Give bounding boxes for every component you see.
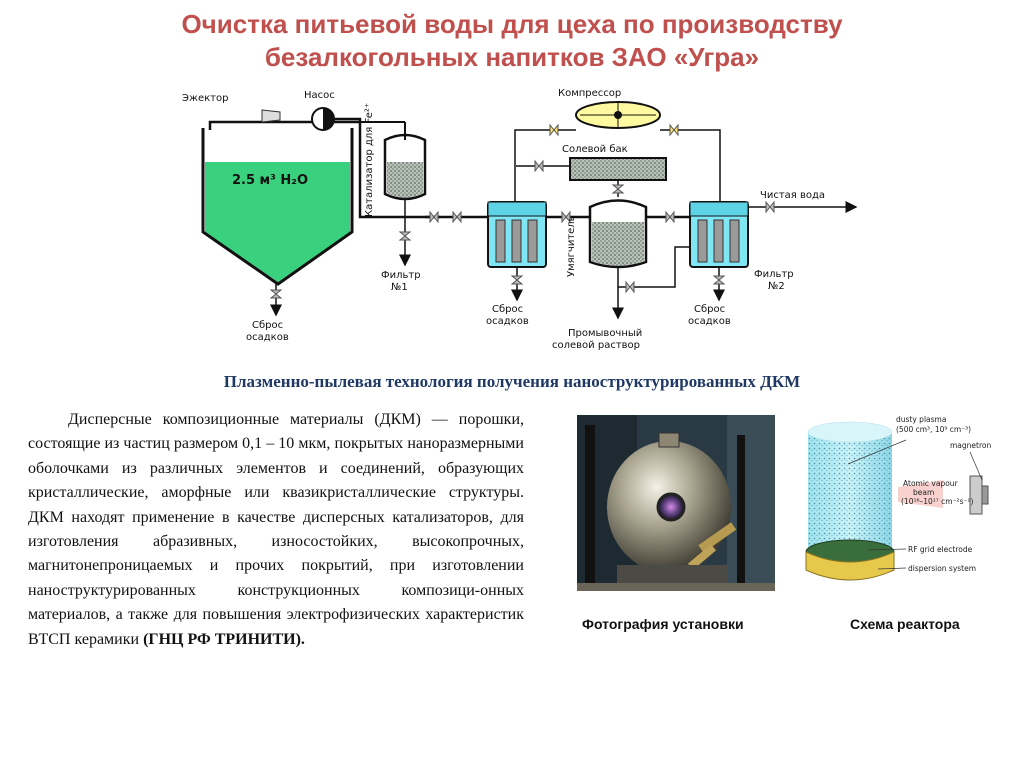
softener-label: Умягчитель: [566, 215, 577, 277]
salt-tank-label: Солевой бак: [562, 144, 628, 155]
reactor-grid-label: RF grid electrode: [908, 545, 973, 554]
reactor-beam-label-3: (10¹⁶–10¹⁷ cm⁻²s⁻¹): [901, 497, 973, 506]
catalyst-label: Катализатор для Fe²⁺: [364, 103, 375, 217]
filter-block-1: [487, 201, 547, 268]
filter-1-label-b: №1: [391, 282, 408, 293]
filter-2-label-b: №2: [768, 281, 785, 292]
paragraph-text: Дисперсные композиционные материалы (ДКМ…: [28, 411, 524, 648]
wash-label-a: Промывочный: [568, 328, 642, 339]
softener-column: [588, 199, 648, 269]
section-subtitle: Плазменно-пылевая технология получения н…: [223, 372, 801, 391]
filter-block-2: [689, 201, 749, 268]
catalyst-column: [360, 121, 427, 201]
filter-1-label-a: Фильтр: [381, 270, 421, 281]
reactor-diagram: dusty plasma (500 cm³, 10⁹ cm⁻³) magnetr…: [805, 415, 991, 581]
compressor-label: Компрессор: [558, 88, 621, 99]
reactor-dispersion-label: dispersion system: [908, 564, 976, 573]
wash-label-b: солевой раствор: [552, 340, 640, 351]
water-treatment-scheme: 2.5 м³ H₂O Сброс осадков Эжектор Насос К…: [182, 88, 858, 351]
filter-2-label-a: Фильтр: [754, 269, 794, 280]
pump-icon: [311, 107, 335, 131]
discharge-2-b: осадков: [486, 316, 529, 327]
ejector-icon: [261, 109, 281, 123]
salt-tank: [569, 157, 667, 181]
compressor-icon: [575, 101, 661, 129]
paragraph-source: (ГНЦ РФ ТРИНИТИ).: [143, 630, 305, 648]
discharge-3-a: Сброс: [694, 304, 725, 315]
title-line-1: Очистка питьевой воды для цеха по произв…: [181, 9, 843, 39]
reactor-magnetron-label: magnetron: [950, 441, 991, 450]
clean-water-label: Чистая вода: [760, 190, 825, 201]
ejector-label: Эжектор: [182, 93, 228, 104]
photo-caption: Фотография установки: [582, 616, 744, 632]
title-line-2: безалкогольных напитков ЗАО «Угра»: [264, 42, 760, 72]
reactor-plasma-label: dusty plasma: [896, 415, 946, 424]
tank-volume-label: 2.5 м³ H₂O: [232, 173, 308, 188]
reactor-plasma-params: (500 cm³, 10⁹ cm⁻³): [896, 425, 971, 434]
discharge-1-b: осадков: [246, 332, 289, 343]
reactor-beam-label-2: beam: [913, 488, 934, 497]
pump-label: Насос: [304, 90, 335, 101]
page-title: Очистка питьевой воды для цеха по произв…: [0, 8, 1024, 74]
reactor-caption: Схема реактора: [850, 616, 960, 632]
water-tank: 2.5 м³ H₂O: [201, 128, 354, 286]
installation-photo: [577, 415, 775, 591]
tank-drain-valve: [269, 284, 283, 317]
discharge-1-a: Сброс: [252, 320, 283, 331]
reactor-beam-label-1: Atomic vapour: [903, 479, 959, 488]
discharge-2-a: Сброс: [492, 304, 523, 315]
discharge-3-b: осадков: [688, 316, 731, 327]
description-paragraph: Дисперсные композиционные материалы (ДКМ…: [28, 408, 524, 652]
